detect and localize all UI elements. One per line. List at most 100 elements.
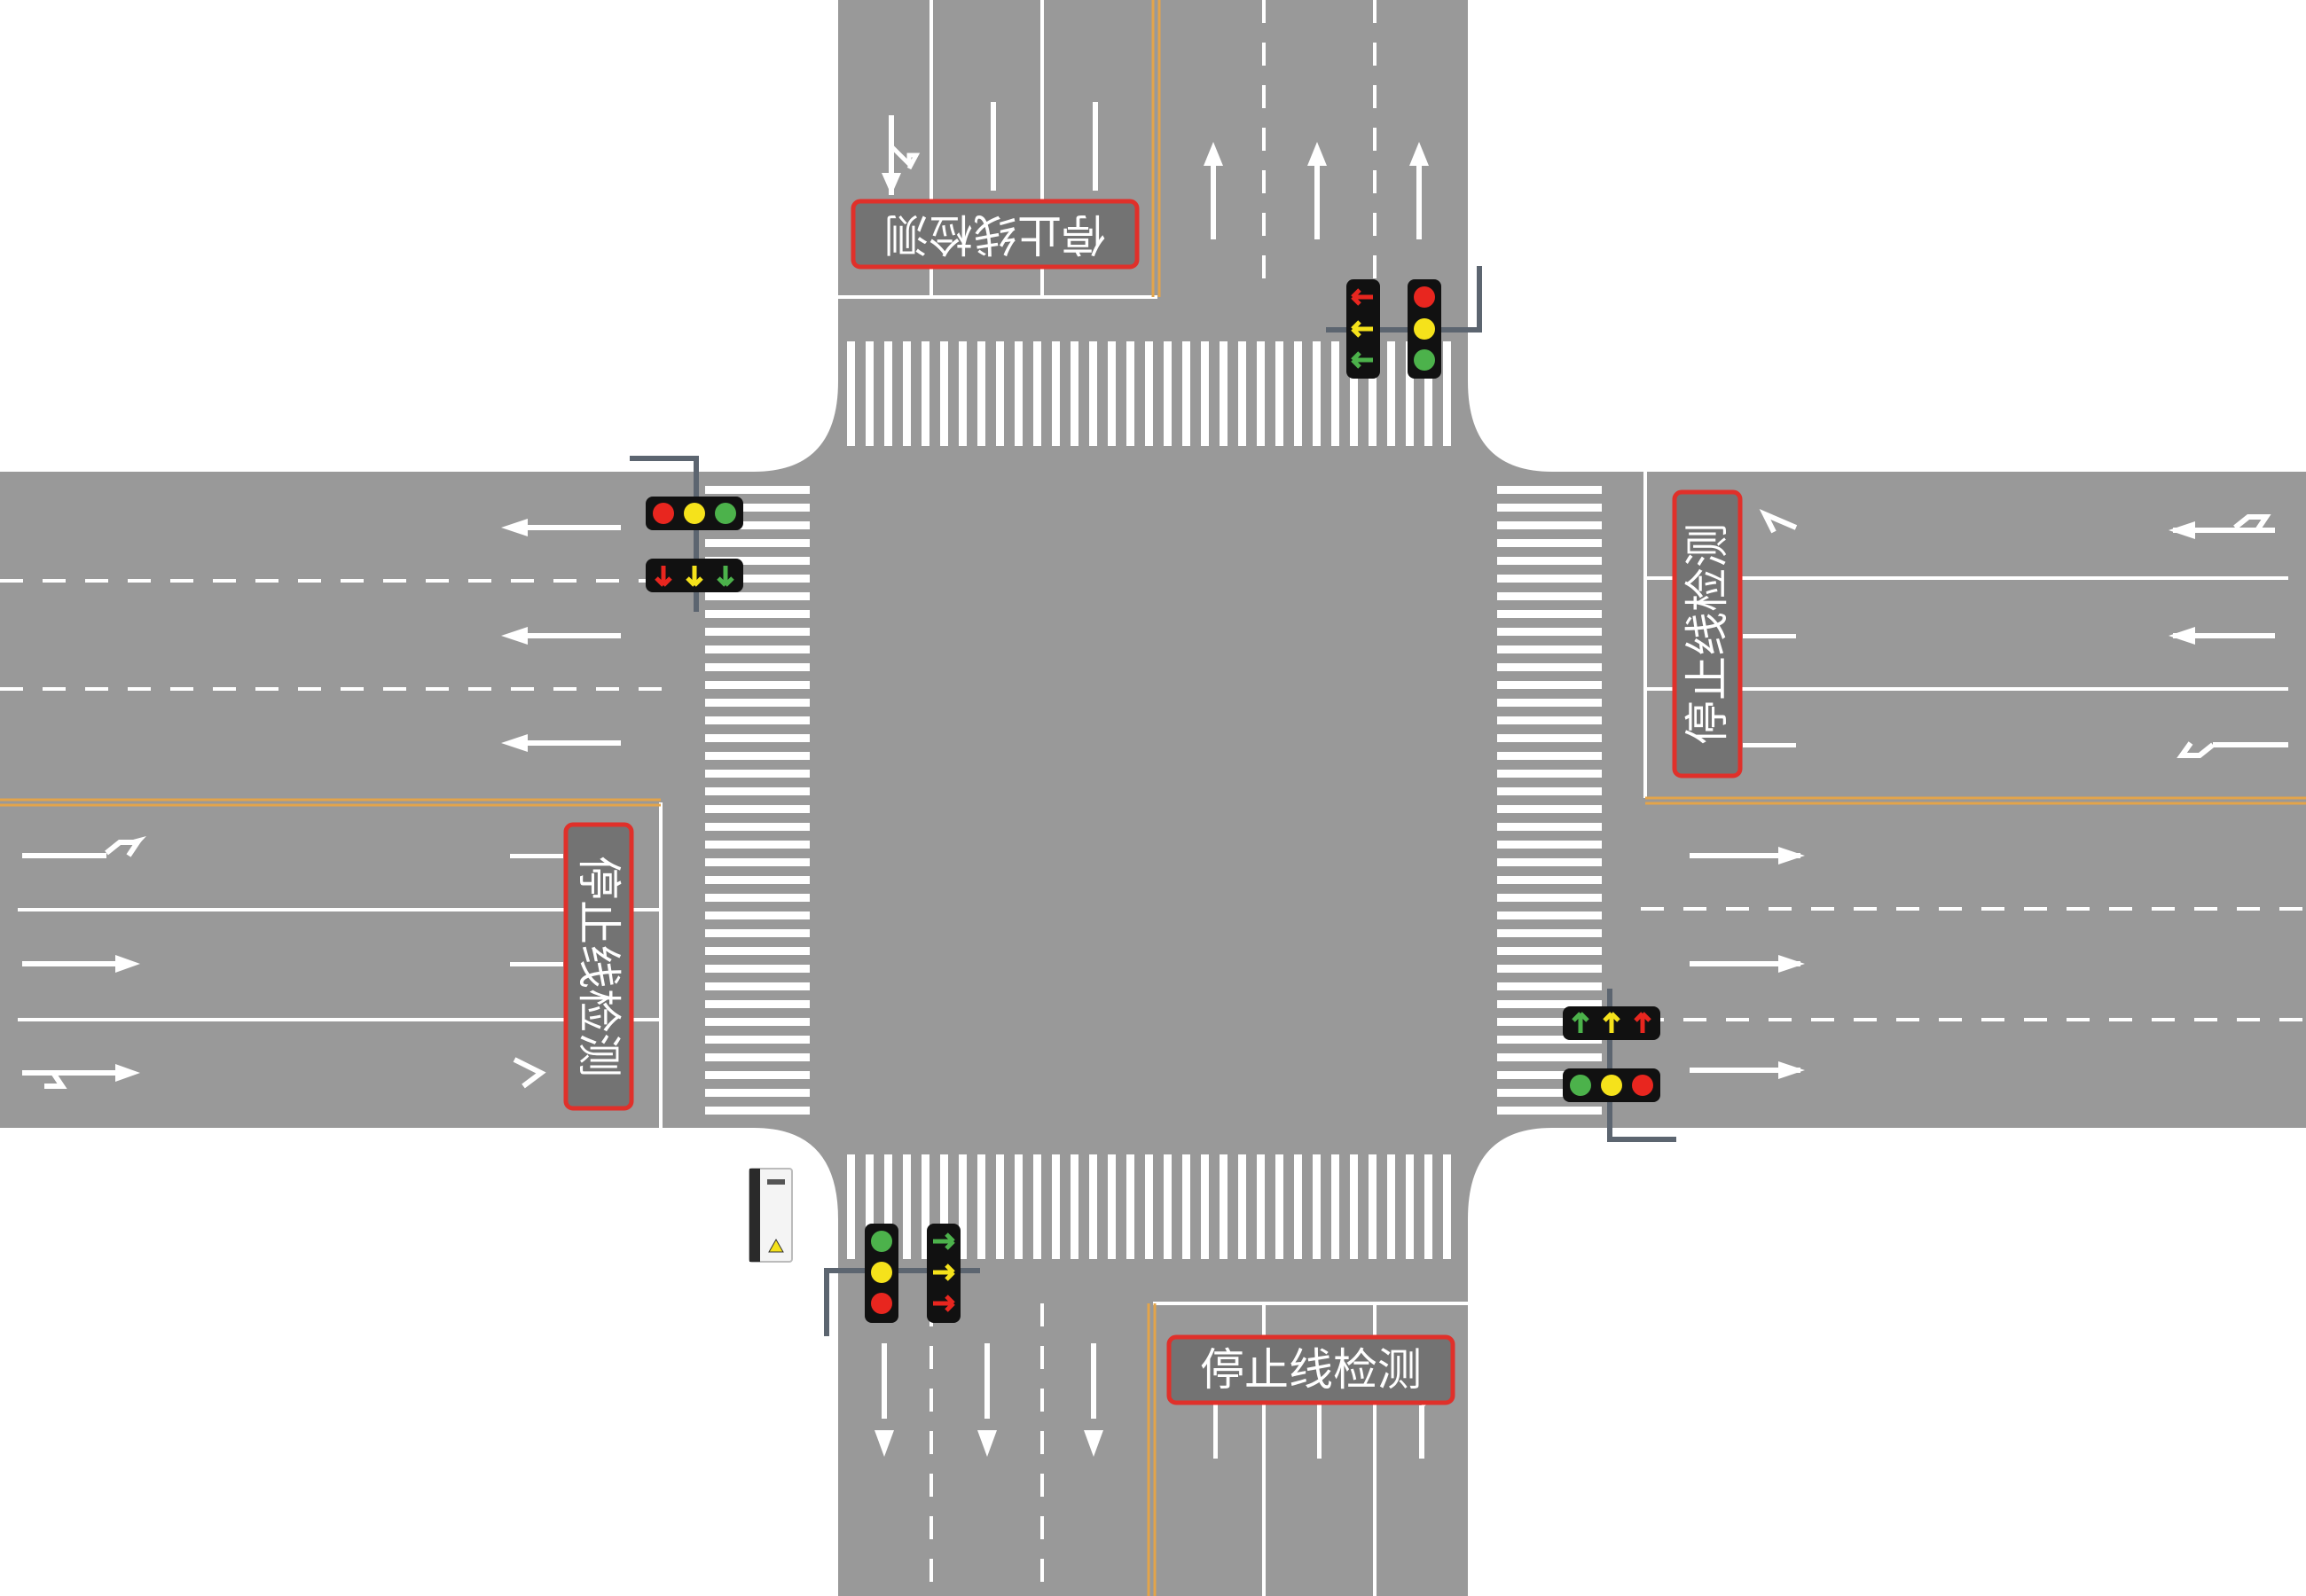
crosswalk-stripe: [1089, 341, 1097, 446]
crosswalk-stripe: [1497, 716, 1602, 724]
crosswalk-stripe: [1497, 486, 1602, 494]
crosswalk-stripe: [922, 341, 929, 446]
crosswalk-stripe: [1015, 1154, 1023, 1259]
crosswalk-stripe: [996, 1154, 1004, 1259]
down-arrow: [1084, 1343, 1103, 1457]
straight-right-arrow: [2169, 514, 2275, 539]
corner-ne: [1468, 381, 1552, 472]
crosswalk-stripe: [705, 716, 810, 724]
crosswalk-stripe: [705, 876, 810, 884]
crosswalk-stripe: [705, 592, 810, 600]
crosswalk-stripe: [1294, 341, 1302, 446]
crosswalk-stripe: [705, 752, 810, 760]
crosswalk-stripe: [1182, 341, 1190, 446]
crosswalk-stripe: [1497, 982, 1602, 990]
left-arrow: [501, 627, 621, 645]
crosswalk-stripe: [1164, 1154, 1172, 1259]
crosswalk-stripe: [705, 575, 810, 583]
east-road: [1419, 472, 2306, 1128]
label-text: 停止线检测: [1682, 523, 1733, 745]
crosswalk-stripe: [866, 341, 874, 446]
straight-left-arrow: [22, 836, 146, 858]
crosswalk-stripe: [1387, 1154, 1395, 1259]
crosswalk-stripe: [705, 539, 810, 547]
crosswalk-stripe: [705, 929, 810, 937]
crosswalk-stripe: [705, 1000, 810, 1008]
crosswalk-stripe: [1369, 1154, 1377, 1259]
green-light: [1570, 1075, 1591, 1096]
yellow-light: [1414, 318, 1435, 340]
crosswalk-stripe: [1220, 1154, 1228, 1259]
label-text: 停止线检测: [573, 856, 624, 1077]
crosswalk-stripe: [705, 947, 810, 955]
label-text: 停止线检测: [1200, 1344, 1422, 1396]
crosswalk-stripe: [1497, 770, 1602, 778]
up-arrow: [1409, 142, 1429, 239]
crosswalk-stripe: [705, 557, 810, 565]
crosswalk-stripe: [705, 663, 810, 671]
crosswalk-stripe: [705, 841, 810, 849]
crosswalk-stripe: [705, 699, 810, 707]
stop-line-label-south: 停止线检测: [1166, 1334, 1455, 1405]
crosswalk-stripe: [1497, 734, 1602, 742]
yellow-light: [871, 1262, 892, 1283]
crosswalk-stripe: [1071, 341, 1078, 446]
yellow-light: [684, 503, 705, 524]
crosswalk-stripe: [1126, 1154, 1134, 1259]
crosswalk-stripe: [1497, 628, 1602, 636]
crosswalk-stripe: [1497, 752, 1602, 760]
crosswalk-stripe: [705, 610, 810, 618]
straight-right-arrow: [22, 1064, 140, 1089]
crosswalk-stripe: [705, 770, 810, 778]
crosswalk-stripe: [903, 1154, 911, 1259]
crosswalk-stripe: [940, 341, 948, 446]
crosswalk-stripe: [705, 805, 810, 813]
yellow-left-arrow-icon: [1351, 320, 1373, 338]
crosswalk-south: [847, 1154, 1451, 1259]
corner-sw: [754, 1128, 838, 1219]
crosswalk-stripe: [1497, 1107, 1602, 1115]
crosswalk-stripe: [705, 1089, 810, 1097]
crosswalk-stripe: [705, 1018, 810, 1026]
crosswalk-stripe: [847, 1154, 855, 1259]
red-light: [1632, 1075, 1653, 1096]
crosswalk-stripe: [922, 1154, 929, 1259]
straight-arrow: [991, 102, 996, 191]
crosswalk-stripe: [705, 1071, 810, 1079]
crosswalk-stripe: [1497, 876, 1602, 884]
crosswalk-stripe: [705, 681, 810, 689]
down-arrow: [875, 1343, 894, 1457]
crosswalk-stripe: [1369, 341, 1377, 446]
crosswalk-stripe: [705, 982, 810, 990]
crosswalk-stripe: [705, 1036, 810, 1044]
crosswalk-stripe: [1350, 1154, 1358, 1259]
crosswalk-stripe: [884, 1154, 892, 1259]
crosswalk-stripe: [1145, 1154, 1153, 1259]
crosswalk-stripe: [1497, 894, 1602, 902]
crosswalk-stripe: [1071, 1154, 1078, 1259]
crosswalk-stripe: [1497, 645, 1602, 653]
crosswalk-stripe: [705, 521, 810, 529]
crosswalk-stripe: [1497, 965, 1602, 973]
right-arrow: [1690, 847, 1805, 864]
crosswalk-stripe: [1126, 341, 1134, 446]
label-text: 停止线检测: [884, 208, 1106, 260]
crosswalk-stripe: [1497, 805, 1602, 813]
crosswalk-stripe: [1497, 699, 1602, 707]
crosswalk-stripe: [1497, 504, 1602, 512]
traffic-controller-cabinet-icon: [749, 1168, 793, 1263]
crosswalk-stripe: [705, 1053, 810, 1061]
crosswalk-stripe: [1406, 341, 1414, 446]
stop-line-label-west: 停止线检测: [563, 822, 634, 1111]
straight-arrow: [22, 955, 140, 973]
straight-left-arrow: [1759, 509, 1798, 534]
crosswalk-stripe: [1497, 539, 1602, 547]
green-light: [871, 1231, 892, 1252]
lane-arrows: [22, 102, 2288, 1459]
lane-stub: [1213, 1396, 1218, 1459]
crosswalk-stripe: [1108, 1154, 1116, 1259]
crosswalk-stripe: [1182, 1154, 1190, 1259]
crosswalk-stripe: [977, 341, 985, 446]
crosswalk-stripe: [705, 1107, 810, 1115]
left-arrow: [501, 734, 621, 752]
